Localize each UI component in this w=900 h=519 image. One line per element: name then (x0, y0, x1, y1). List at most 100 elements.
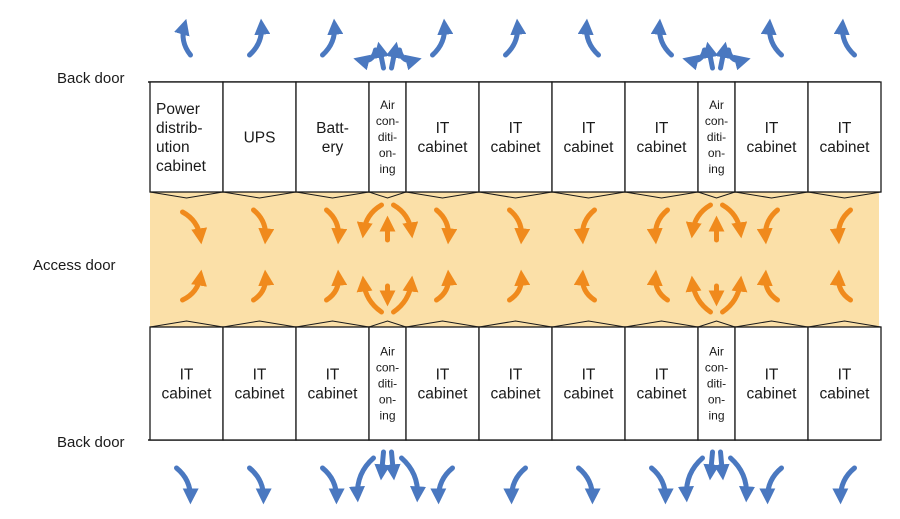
bottom-row-cabinet-box (478, 326, 553, 441)
top-row-cabinet-label-line: IT (509, 120, 523, 137)
cabinet-door-line (551, 191, 626, 199)
hot-air-arrow (397, 47, 422, 71)
cold-air-arrow (324, 207, 348, 245)
top-row-cabinet-box (149, 81, 224, 193)
top-row-cabinet-label-line: ery (322, 139, 344, 156)
top-row-cabinet-7: IT cabinet (551, 81, 626, 199)
top-row-cabinet-label-line: UPS (244, 129, 276, 146)
top-row-cabinet-label-line: Batt- (316, 120, 349, 137)
cabinet-door-line (222, 320, 297, 328)
cold-air-arrow (573, 269, 597, 303)
top-row-cabinet-label-line: cabinet (637, 139, 688, 156)
cabinet-door-line (734, 191, 809, 199)
hot-air-arrow (374, 449, 391, 481)
bottom-row-cabinet-box (624, 326, 699, 441)
bottom-row-cabinet-box (697, 326, 736, 441)
bottom-row-cabinet-label-line: cabinet (308, 385, 359, 402)
top-row-cabinet-2: UPS (222, 81, 297, 199)
cold-air-arrow (391, 202, 419, 239)
cold-air-arrow (251, 269, 275, 303)
bottom-row-cabinet-label-line: ing (708, 409, 724, 423)
hot-air-arrow (832, 465, 857, 505)
cabinet-door-line (405, 320, 480, 328)
bottom-row-cabinet-label-line: cabinet (491, 385, 542, 402)
top-row-cabinet-label-line: cabinet (491, 139, 542, 156)
top-cabinet-row: Powerdistrib-utioncabinetUPSBatt-eryAirc… (149, 81, 882, 199)
hot-air-arrow (703, 449, 720, 481)
hot-air-arrow (678, 455, 705, 503)
hot-air-arrow (714, 41, 731, 71)
cabinet-door-line (734, 320, 809, 328)
top-row-cabinet-5: IT cabinet (405, 81, 480, 199)
airflow-arrows (174, 18, 857, 505)
hot-air-arrow (385, 41, 402, 71)
top-row-cabinet-label-line: con- (376, 114, 399, 128)
top-row-cabinet-box (551, 81, 626, 193)
back-door-top-label: Back door (57, 70, 125, 87)
bottom-row-cabinet-label-line: diti- (707, 377, 726, 391)
cold-air-arrow (507, 207, 531, 245)
cold-air-arrow (720, 202, 748, 239)
top-row-cabinet-label-line: cabinet (418, 139, 469, 156)
bottom-row-cabinet-label-line: Air (380, 345, 395, 359)
cabinet-door-line (295, 320, 370, 328)
hot-air-arrow (702, 41, 719, 71)
hot-air-arrow (247, 465, 272, 505)
cold-air-arrow (356, 275, 384, 315)
hot-air-arrow (247, 18, 271, 58)
hot-air-arrow (353, 47, 378, 71)
bottom-row-cabinet-label-line: IT (436, 366, 450, 383)
cold-air-arrow (324, 269, 348, 303)
bottom-row-cabinet-label-line: on- (379, 393, 396, 407)
hot-air-arrow (503, 18, 527, 58)
cold-air-arrow (507, 269, 531, 303)
cabinet-door-line (149, 191, 224, 199)
top-row-cabinet-label-line: on- (379, 146, 396, 160)
bottom-row-cabinet-box (734, 326, 809, 441)
top-row-cabinet-label-line: IT (582, 120, 596, 137)
top-row-cabinet-label-line: IT (436, 120, 450, 137)
top-row-cabinet-label-line: con- (705, 114, 728, 128)
top-row-cabinet-label-line: ing (379, 162, 395, 176)
hot-air-arrow (726, 47, 751, 71)
bottom-row-cabinet-label-line: ing (379, 409, 395, 423)
hot-air-arrow (577, 18, 601, 58)
bottom-row-cabinet-label-line: IT (765, 366, 779, 383)
bottom-cabinet-row: ITcabinetITcabinetITcabinetAircon-diti-o… (149, 320, 882, 441)
hot-air-arrow (760, 18, 784, 58)
cabinet-door-line (624, 191, 699, 199)
bottom-row-cabinet-label-line: con- (376, 361, 399, 375)
top-row-cabinet-box (807, 81, 882, 193)
top-row-cabinet-label-line: diti- (378, 130, 397, 144)
cold-air-arrow (391, 275, 419, 315)
bottom-row-cabinet-box (295, 326, 370, 441)
cabinet-door-line (624, 320, 699, 328)
top-row-cabinet-box (734, 81, 809, 193)
cold-air-arrow (180, 209, 208, 245)
bottom-row-cabinet-label-line: cabinet (418, 385, 469, 402)
cabinet-door-line (551, 320, 626, 328)
bottom-row-cabinet-label-line: cabinet (564, 385, 615, 402)
top-row-cabinet-label-line: cabinet (156, 158, 207, 175)
cold-air-arrow (251, 207, 275, 245)
bottom-row-cabinet-label-line: cabinet (747, 385, 798, 402)
hot-air-arrow (174, 18, 193, 58)
top-row-cabinet-label-line: cabinet (747, 139, 798, 156)
top-row-cabinet-label-line: Air (709, 98, 724, 112)
hot-air-arrow (373, 41, 390, 71)
hot-air-arrow (399, 455, 426, 503)
hot-air-arrow (320, 18, 344, 58)
hot-air-arrow (503, 465, 528, 505)
top-row-cabinet-label-line: cabinet (564, 139, 615, 156)
access-door-label: Access door (33, 257, 116, 274)
